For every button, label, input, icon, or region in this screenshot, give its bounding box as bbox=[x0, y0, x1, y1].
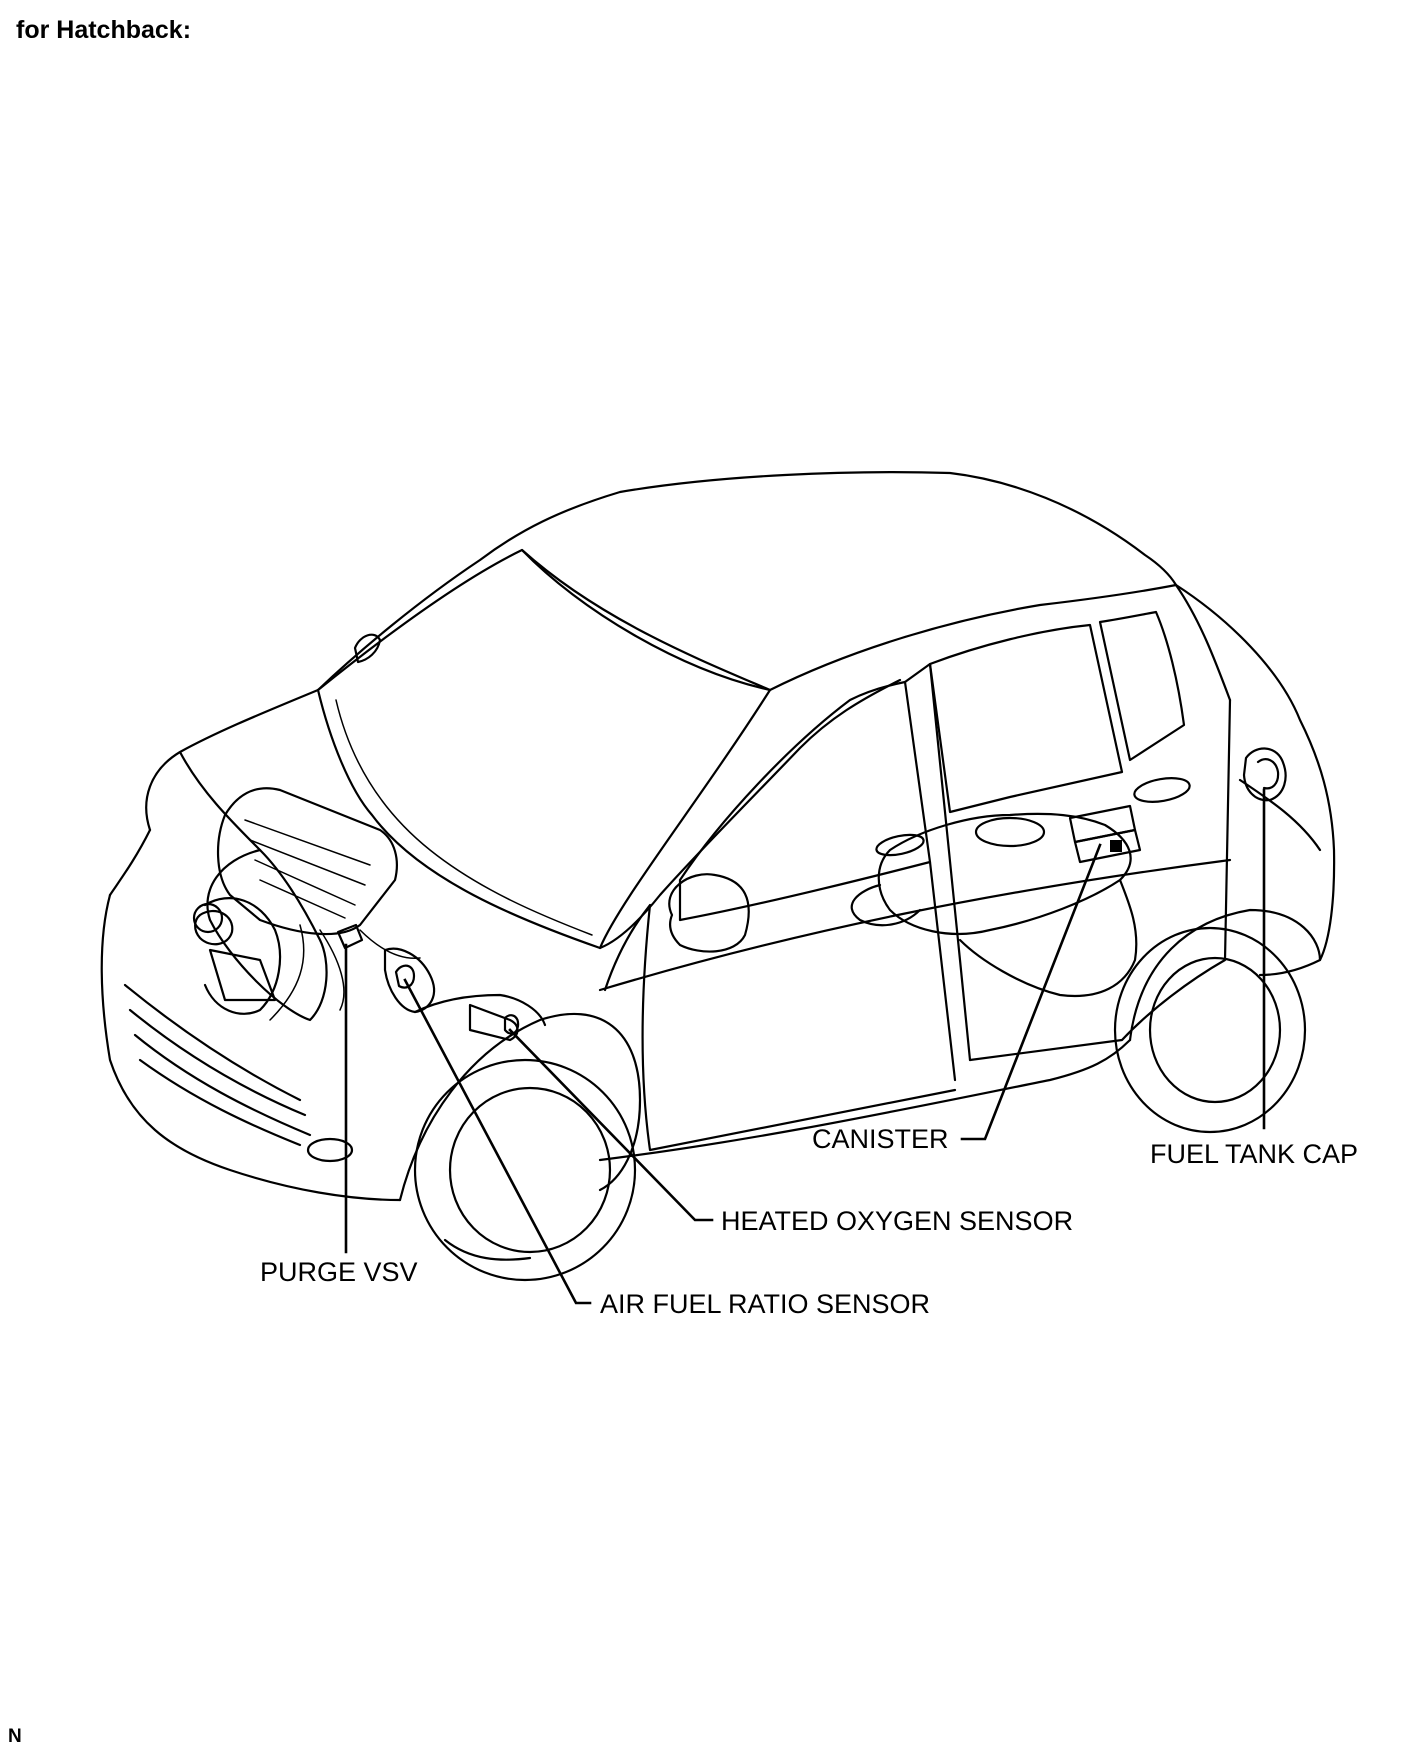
label-air-fuel-ratio-sensor: AIR FUEL RATIO SENSOR bbox=[600, 1289, 930, 1319]
page-heading: for Hatchback: bbox=[16, 16, 192, 44]
battery-block bbox=[208, 948, 277, 1002]
heated-oxygen-sensor-part bbox=[503, 1014, 520, 1035]
filler-pipe bbox=[850, 883, 922, 927]
fuel-pump-cap bbox=[974, 816, 1046, 848]
body-rocker-line bbox=[598, 1038, 1132, 1162]
hood-front-edge bbox=[108, 828, 152, 897]
rear-door-handle bbox=[1133, 777, 1191, 803]
rear-door-window bbox=[928, 623, 1124, 814]
roof-side-rail bbox=[768, 583, 1232, 702]
rear-quarter-window bbox=[1098, 610, 1186, 762]
leader-canister bbox=[960, 843, 1102, 1141]
rear-body-outline bbox=[1174, 583, 1336, 977]
rear-door-outline bbox=[968, 698, 1232, 1062]
hatchback-car-illustration bbox=[100, 471, 1336, 1282]
fuel-tank bbox=[850, 812, 1138, 998]
hood-outline bbox=[145, 688, 320, 852]
air-intake-duct bbox=[203, 897, 282, 1015]
car-roof-outline bbox=[316, 471, 1178, 692]
front-door-window bbox=[678, 680, 932, 922]
front-grille bbox=[123, 983, 312, 1147]
label-purge-vsv: PURGE VSV bbox=[260, 1257, 418, 1287]
corner-mark: N bbox=[8, 1726, 22, 1747]
rear-wheel bbox=[1113, 926, 1307, 1134]
front-door-handle-ghost bbox=[875, 833, 925, 857]
headlamp bbox=[206, 848, 328, 1022]
fuel-tank-cap-part bbox=[1242, 747, 1287, 802]
canister-unit bbox=[1068, 804, 1142, 864]
label-canister: CANISTER bbox=[812, 1124, 949, 1154]
front-wheel bbox=[413, 1058, 637, 1282]
exhaust-manifold bbox=[383, 947, 547, 1042]
body-side-belt-line bbox=[598, 858, 1232, 992]
engine-cover-ribs bbox=[244, 819, 371, 919]
windshield-inner bbox=[335, 699, 593, 936]
purge-vsv-part bbox=[336, 923, 364, 950]
reservoir-cap bbox=[192, 902, 224, 934]
car-roof-front-edge bbox=[520, 548, 772, 692]
label-heated-oxygen-sensor: HEATED OXYGEN SENSOR bbox=[721, 1206, 1073, 1236]
callout-leaders bbox=[344, 788, 1266, 1305]
engine-hoses bbox=[269, 924, 421, 1021]
engine-bay bbox=[192, 787, 421, 1021]
label-fuel-tank-cap: FUEL TANK CAP bbox=[1150, 1139, 1358, 1169]
side-mirror bbox=[668, 873, 750, 953]
fog-lamp bbox=[306, 1137, 354, 1163]
leader-air-fuel-ratio-sensor bbox=[403, 978, 592, 1305]
air-fuel-ratio-sensor-part bbox=[394, 964, 416, 989]
rear-fender-arch bbox=[1128, 908, 1322, 1042]
windshield bbox=[316, 548, 772, 950]
engine-cover bbox=[217, 787, 398, 936]
front-fascia bbox=[100, 893, 402, 1202]
leader-heated-oxygen-sensor bbox=[508, 1028, 714, 1222]
b-pillar bbox=[903, 662, 972, 1082]
mirror-stub-left bbox=[353, 633, 382, 664]
rear-bumper bbox=[1238, 778, 1322, 852]
front-door-outline bbox=[603, 903, 957, 1152]
